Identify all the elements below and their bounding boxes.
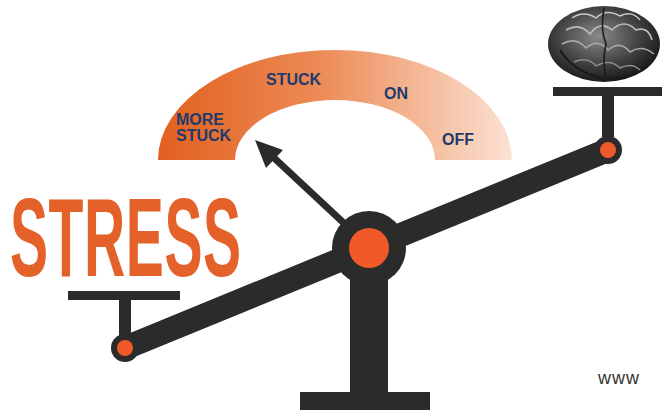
beam-end-dot — [117, 340, 133, 356]
stress-word: STRESS — [10, 182, 242, 294]
gauge-label: ON — [384, 86, 408, 102]
beam-end — [594, 136, 622, 164]
beam-end-dot — [600, 142, 616, 158]
gauge-label: OFF — [442, 132, 474, 148]
brain-picture — [548, 6, 660, 82]
pivot — [332, 211, 406, 285]
beam-end — [111, 334, 139, 362]
gauge-label: MORE STUCK — [176, 112, 238, 144]
gauge-label: STUCK — [266, 72, 321, 88]
pivot-dot — [349, 228, 389, 268]
gauge-band: MORE STUCK STUCK ON OFF — [150, 50, 520, 165]
gauge-arc — [158, 50, 512, 160]
right-platform — [553, 87, 662, 96]
pointer-arrowhead — [255, 140, 283, 168]
watermark: www — [598, 368, 640, 388]
